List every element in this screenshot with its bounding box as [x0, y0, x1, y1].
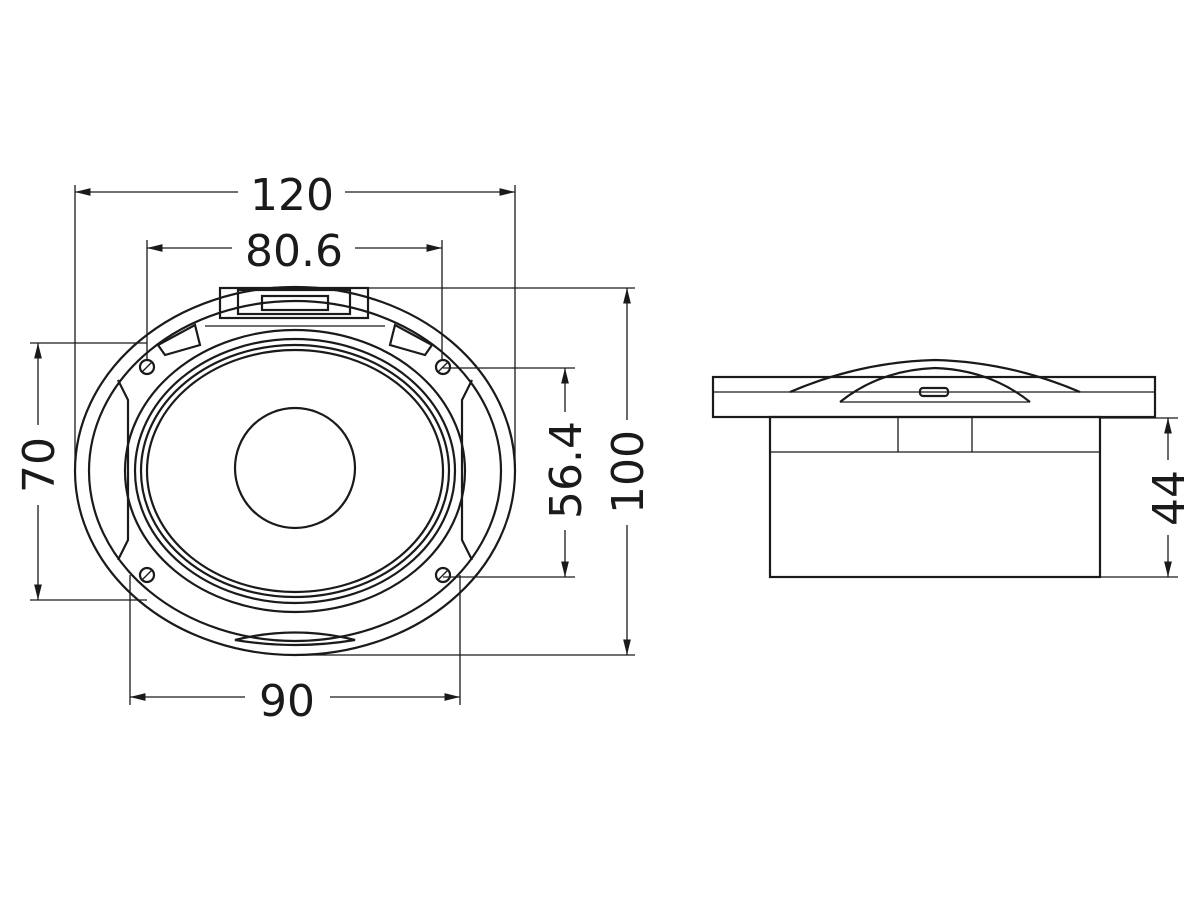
- front-view: [73, 285, 517, 657]
- dim-hole-spacing-height: 70: [14, 437, 65, 493]
- dim-overall-height: 100: [603, 430, 654, 514]
- side-view: [711, 358, 1157, 579]
- dim-depth: 44: [1144, 470, 1195, 526]
- hinge: [205, 286, 385, 327]
- dim-opening-height: 56.4: [541, 421, 592, 519]
- dimension-lines: [34, 188, 1172, 701]
- dim-opening-width: 80.6: [245, 226, 343, 277]
- dim-hole-spacing-width: 90: [259, 676, 315, 727]
- center-circle: [233, 406, 357, 530]
- screw-holes: [138, 358, 452, 584]
- dim-overall-width: 120: [250, 170, 334, 221]
